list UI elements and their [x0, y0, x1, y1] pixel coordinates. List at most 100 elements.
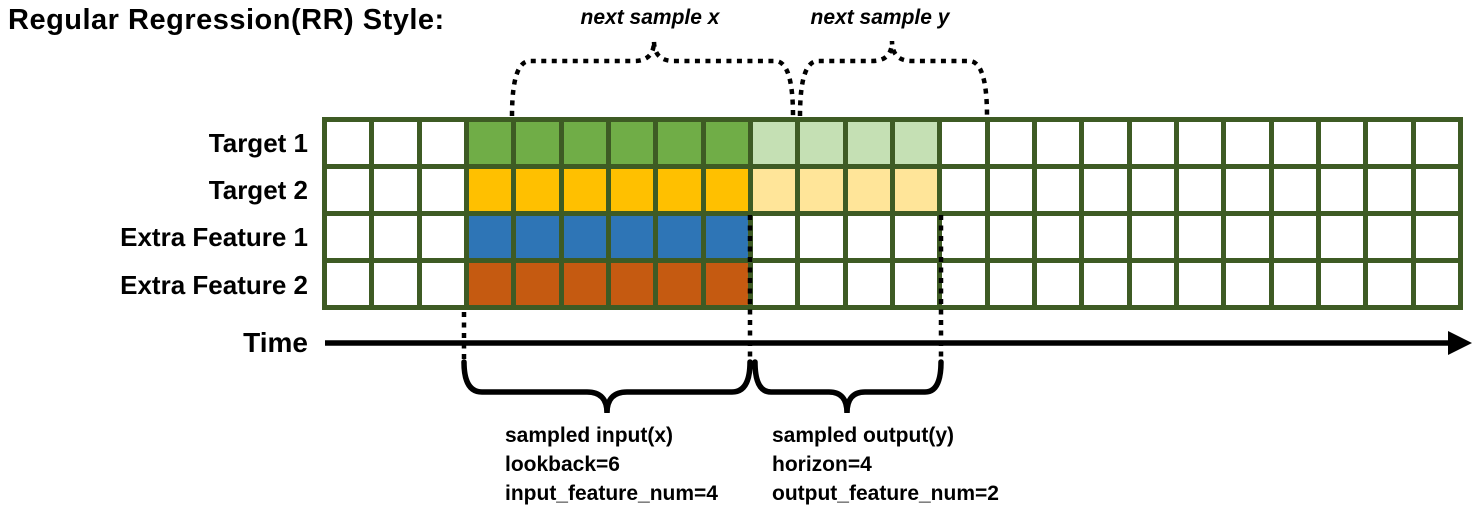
grid-cell	[989, 263, 1032, 305]
grid-cell	[1320, 169, 1364, 211]
grid-cell	[752, 216, 796, 258]
grid-cell	[989, 169, 1032, 211]
grid-cell	[847, 169, 890, 211]
grid-cell	[1178, 263, 1222, 305]
horizon-value: horizon=4	[772, 453, 872, 476]
grid-cell	[752, 122, 796, 164]
next-sample-x-label: next sample x	[580, 6, 720, 29]
grid-cell	[374, 263, 417, 305]
grid-cell	[847, 216, 890, 258]
grid-cell	[942, 263, 985, 305]
sampled-input-title: sampled input(x)	[505, 424, 674, 447]
grid-cell	[468, 263, 512, 305]
grid-cell	[468, 122, 512, 164]
grid-cell	[563, 216, 606, 258]
grid-cell	[1226, 169, 1269, 211]
next-sample-x-brace	[509, 40, 796, 117]
grid-cell	[1320, 122, 1364, 164]
grid-cell	[1273, 216, 1316, 258]
grid-cell	[610, 216, 654, 258]
sampled-input-brace	[461, 359, 753, 414]
grid-cell	[563, 263, 606, 305]
lookback-value: lookback=6	[505, 453, 620, 476]
grid-cell	[894, 263, 938, 305]
grid-cell	[468, 216, 512, 258]
row-label-target-1: Target 1	[208, 128, 308, 158]
grid-cell	[1226, 216, 1269, 258]
grid-cell	[327, 216, 370, 258]
grid-cell	[705, 122, 748, 164]
grid-cell	[374, 216, 417, 258]
grid-cell	[1036, 122, 1080, 164]
grid-cell	[1226, 263, 1269, 305]
grid-cell	[1036, 263, 1080, 305]
grid-cell	[894, 216, 938, 258]
grid-cell	[894, 122, 938, 164]
grid-cell	[516, 263, 559, 305]
grid-cell	[563, 122, 606, 164]
next-sample-y-brace	[797, 40, 990, 117]
grid-cell	[1178, 169, 1222, 211]
grid-cell	[1131, 216, 1174, 258]
input-feature-num-value: input_feature_num=4	[505, 482, 718, 505]
grid-cell	[942, 122, 985, 164]
output-feature-num-value: output_feature_num=2	[772, 482, 999, 505]
grid-cell	[1368, 169, 1411, 211]
grid-cell	[942, 169, 985, 211]
grid-cell	[658, 169, 701, 211]
grid-cell	[516, 216, 559, 258]
grid-cell	[752, 263, 796, 305]
grid-cell	[658, 263, 701, 305]
grid-cell	[374, 122, 417, 164]
grid-cell	[894, 169, 938, 211]
grid-cell	[1273, 169, 1316, 211]
grid-cell	[516, 122, 559, 164]
grid-cell	[563, 169, 606, 211]
time-label: Time	[243, 327, 308, 358]
grid-cell	[610, 169, 654, 211]
grid-cell	[800, 263, 843, 305]
sampled-output-title: sampled output(y)	[772, 424, 954, 447]
grid-cell	[421, 122, 464, 164]
grid-cell	[989, 122, 1032, 164]
grid-cell	[1131, 263, 1174, 305]
grid-cell	[658, 122, 701, 164]
grid-cell	[800, 122, 843, 164]
grid-cell	[1084, 169, 1127, 211]
grid-cell	[705, 216, 748, 258]
grid-cell	[1084, 216, 1127, 258]
grid-cell	[1415, 122, 1458, 164]
grid-cell	[1368, 263, 1411, 305]
grid-cell	[752, 169, 796, 211]
grid-cell	[327, 263, 370, 305]
row-label-extra-feature-2: Extra Feature 2	[120, 269, 308, 300]
grid-cell	[1368, 122, 1411, 164]
grid-cell	[610, 263, 654, 305]
grid-cell	[374, 169, 417, 211]
grid-cell	[1131, 169, 1174, 211]
sampled-output-annotation: sampled output(y) horizon=4 output_featu…	[772, 421, 999, 508]
grid-cell	[1320, 263, 1364, 305]
sampled-input-annotation: sampled input(x) lookback=6 input_featur…	[505, 421, 718, 508]
grid-cell	[1273, 263, 1316, 305]
grid-cell	[610, 122, 654, 164]
grid-cell	[421, 216, 464, 258]
grid-cell	[989, 216, 1032, 258]
grid-cell	[421, 263, 464, 305]
grid-cell	[1084, 122, 1127, 164]
next-sample-y-label: next sample y	[810, 6, 950, 29]
grid-cell	[1415, 263, 1458, 305]
grid-cell	[658, 216, 701, 258]
grid-cell	[1320, 216, 1364, 258]
page-title: Regular Regression(RR) Style:	[8, 4, 445, 36]
grid-cell	[800, 216, 843, 258]
sampled-output-brace	[752, 359, 944, 414]
grid-cell	[1036, 169, 1080, 211]
grid-cell	[1036, 216, 1080, 258]
time-axis-arrowhead-icon	[1448, 331, 1472, 355]
grid-cell	[705, 263, 748, 305]
grid-cell	[705, 169, 748, 211]
grid-cell	[327, 169, 370, 211]
grid-cell	[327, 122, 370, 164]
